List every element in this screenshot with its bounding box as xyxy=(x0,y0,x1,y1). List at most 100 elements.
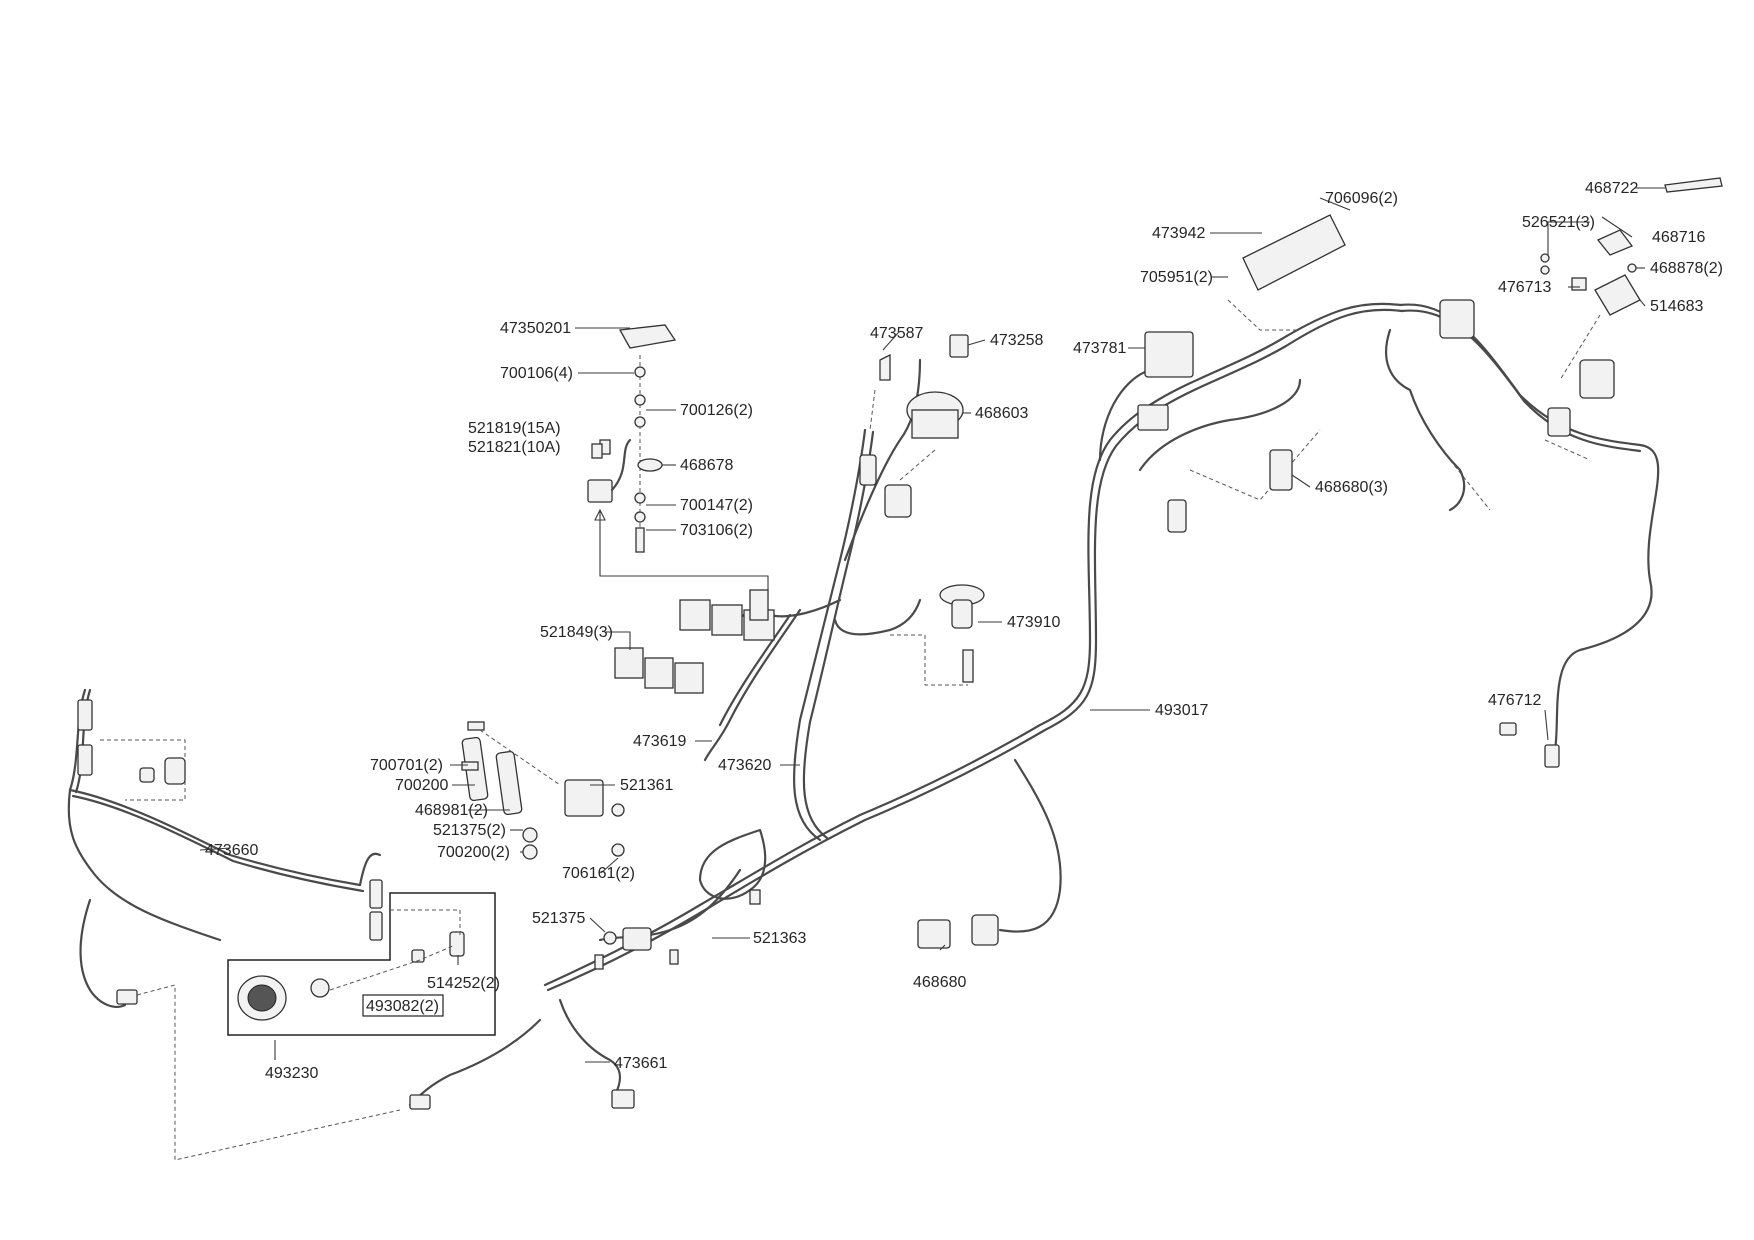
connector-icon xyxy=(409,1094,431,1110)
relay-icon xyxy=(674,662,704,694)
bolt-icon xyxy=(461,761,479,771)
label-473258: 473258 xyxy=(990,332,1043,349)
connector-icon xyxy=(369,879,383,909)
label-700200: 700200 xyxy=(395,777,448,794)
label-521819: 521819(15A) xyxy=(468,420,561,437)
terminal-icon xyxy=(669,949,679,965)
connector-icon xyxy=(884,484,912,518)
label-473620: 473620 xyxy=(718,757,771,774)
connector-icon xyxy=(622,927,652,951)
bracket-476713-icon xyxy=(1571,277,1587,291)
label-514683: 514683 xyxy=(1650,298,1703,315)
connector-icon xyxy=(1547,407,1571,437)
label-521375: 521375 xyxy=(532,910,585,927)
connector-icon xyxy=(611,1089,635,1109)
bolt-icon xyxy=(467,721,485,731)
relay-icon xyxy=(614,647,644,679)
label-476713: 476713 xyxy=(1498,279,1551,296)
connector-icon xyxy=(1137,404,1169,431)
connector-icon xyxy=(859,454,877,486)
nut-icon xyxy=(634,492,646,504)
relay-icon xyxy=(711,604,743,636)
label-468716: 468716 xyxy=(1652,229,1705,246)
nut-icon xyxy=(522,827,538,843)
horn-body-icon xyxy=(951,599,973,629)
switch-icon xyxy=(164,757,186,785)
label-703106: 703106(2) xyxy=(680,522,753,539)
label-493082: 493082(2) xyxy=(366,998,439,1015)
socket-core-icon xyxy=(247,984,277,1012)
connector-icon xyxy=(77,744,93,776)
terminal-icon xyxy=(594,954,604,970)
label-700200-2: 700200(2) xyxy=(437,844,510,861)
label-706161: 706161(2) xyxy=(562,865,635,882)
label-473781: 473781 xyxy=(1073,340,1126,357)
label-473660: 473660 xyxy=(205,842,258,859)
bolt-icon xyxy=(635,527,645,553)
label-705951: 705951(2) xyxy=(1140,269,1213,286)
connector-icon xyxy=(749,589,769,621)
connector-icon xyxy=(116,989,138,1005)
ignition-body-icon xyxy=(911,409,959,439)
relay-icon xyxy=(644,657,674,689)
label-468981: 468981(2) xyxy=(415,802,488,819)
label-514252: 514252(2) xyxy=(427,975,500,992)
label-473587: 473587 xyxy=(870,325,923,342)
nut-icon xyxy=(634,394,646,406)
label-700701: 700701(2) xyxy=(370,757,443,774)
connector-icon xyxy=(1167,499,1187,533)
label-468680: 468680 xyxy=(913,974,966,991)
connector-icon xyxy=(1439,299,1475,339)
fuse-cover-icon xyxy=(618,324,677,349)
nut-icon xyxy=(634,416,646,428)
nut-icon xyxy=(139,767,155,783)
label-706096: 706096(2) xyxy=(1325,190,1398,207)
fastener-icon xyxy=(449,931,465,957)
nut-icon xyxy=(411,949,425,963)
label-521361: 521361 xyxy=(620,777,673,794)
label-468678: 468678 xyxy=(680,457,733,474)
nut-icon xyxy=(522,844,538,860)
leader-lines xyxy=(199,187,1665,1063)
ring-icon xyxy=(310,978,330,998)
screw-icon xyxy=(1540,253,1550,263)
regulator-514683-icon xyxy=(1594,274,1641,316)
connector-icon xyxy=(971,914,999,946)
label-468878: 468878(2) xyxy=(1650,260,1723,277)
label-468603: 468603 xyxy=(975,405,1028,422)
label-47350201: 47350201 xyxy=(500,320,571,337)
switch-473781-icon xyxy=(1144,331,1194,378)
label-521363: 521363 xyxy=(753,930,806,947)
main-harness-493017 xyxy=(408,302,1660,1107)
nut-icon xyxy=(611,843,625,857)
nut-icon xyxy=(634,511,646,523)
label-473661: 473661 xyxy=(614,1055,667,1072)
solenoid-521361-icon xyxy=(564,779,604,817)
screw-icon xyxy=(1627,263,1637,273)
harness-connectors xyxy=(461,177,1723,1109)
label-476712: 476712 xyxy=(1488,692,1541,709)
key-icon xyxy=(949,334,969,358)
label-700147: 700147(2) xyxy=(680,497,753,514)
label-473910: 473910 xyxy=(1007,614,1060,631)
relay-icon xyxy=(743,609,775,641)
connector-icon xyxy=(1579,359,1615,399)
interlock-switch-468680-icon xyxy=(917,919,951,949)
nut-icon xyxy=(603,931,617,945)
label-521821: 521821(10A) xyxy=(468,439,561,456)
fuse-holder-icon xyxy=(587,479,613,503)
nut-icon xyxy=(611,803,625,817)
label-468680-3: 468680(3) xyxy=(1315,479,1388,496)
label-468722: 468722 xyxy=(1585,180,1638,197)
label-521849: 521849(3) xyxy=(540,624,613,641)
connector-icon xyxy=(369,911,383,941)
label-493017: 493017 xyxy=(1155,702,1208,719)
label-700106: 700106(4) xyxy=(500,365,573,382)
terminal-icon xyxy=(749,889,761,905)
label-700126: 700126(2) xyxy=(680,402,753,419)
plug-476712-icon xyxy=(1499,722,1517,736)
cover-468716-icon xyxy=(1596,229,1634,256)
label-493230: 493230 xyxy=(265,1065,318,1082)
label-526521: 526521(3) xyxy=(1522,214,1595,231)
cable-468722-icon xyxy=(1664,177,1723,193)
